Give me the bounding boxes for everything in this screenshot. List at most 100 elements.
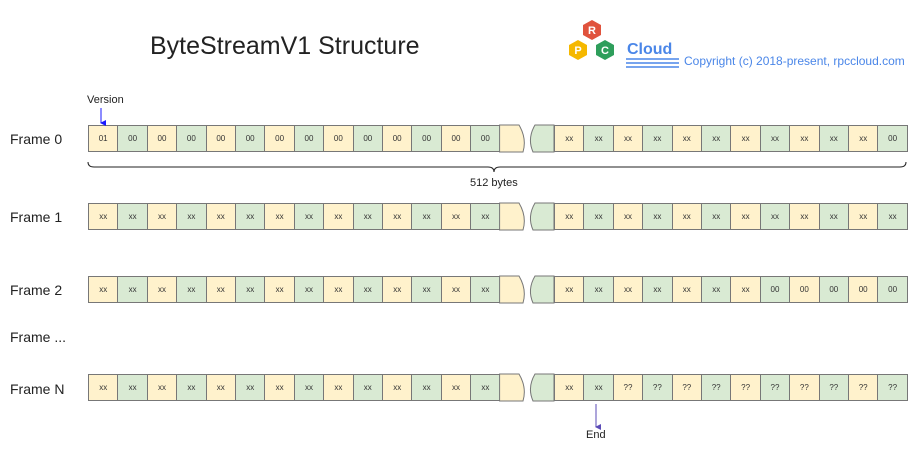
byte-cell: xx (382, 203, 413, 230)
byte-cell: xx (176, 276, 207, 303)
byte-cell: 01 (88, 125, 119, 152)
byte-cell: xx (554, 125, 585, 152)
byte-cell: xx (583, 374, 614, 401)
byte-cell: xx (176, 374, 207, 401)
copyright-text: Copyright (c) 2018-present, rpccloud.com (684, 54, 905, 68)
byte-cell: xx (440, 374, 472, 401)
frame-label-0: Frame 0 (10, 131, 63, 147)
byte-cell: xx (759, 203, 791, 230)
byte-cell: xx (789, 203, 820, 230)
torn-edge-right (529, 124, 555, 153)
byte-cell: xx (789, 125, 820, 152)
byte-cell: xx (117, 276, 148, 303)
byte-cell: ?? (759, 374, 791, 401)
byte-cell: ?? (848, 374, 879, 401)
byte-cell: ?? (612, 374, 644, 401)
end-label: End (586, 429, 606, 441)
byte-cell: xx (583, 276, 614, 303)
byte-cell: xx (382, 374, 413, 401)
byte-cell: ?? (818, 374, 849, 401)
byte-cell: xx (554, 203, 585, 230)
byte-cell: xx (583, 203, 614, 230)
rpccloud-logo: R P C Cloud (569, 20, 679, 68)
size-brace (87, 161, 907, 173)
byte-cell: xx (235, 276, 266, 303)
byte-cell: ?? (877, 374, 908, 401)
hexagon-c-icon: C (596, 40, 614, 60)
byte-cell: xx (642, 203, 673, 230)
byte-cell: ?? (642, 374, 673, 401)
page-title: ByteStreamV1 Structure (150, 32, 420, 60)
byte-cell: 00 (848, 276, 879, 303)
byte-cell: xx (440, 203, 472, 230)
byte-cell: xx (642, 125, 673, 152)
byte-cell: xx (323, 203, 354, 230)
byte-cell: xx (264, 276, 295, 303)
byte-cell: xx (730, 276, 761, 303)
frame-label-ellipsis: Frame ... (10, 329, 67, 345)
byte-cell: 00 (323, 125, 354, 152)
byte-cell: xx (205, 276, 236, 303)
byte-cell: xx (293, 374, 325, 401)
byte-cell: xx (352, 374, 383, 401)
byte-cell: 00 (411, 125, 442, 152)
byte-cell: xx (671, 125, 702, 152)
torn-edge-left (499, 275, 525, 304)
hexagon-r-icon: R (583, 20, 601, 40)
torn-edge-left (499, 373, 525, 402)
byte-cell: 00 (877, 125, 908, 152)
byte-cell: 00 (352, 125, 383, 152)
byte-cell: 00 (117, 125, 148, 152)
byte-cell: xx (877, 203, 908, 230)
torn-edge-right (529, 202, 555, 231)
byte-cell: xx (323, 276, 354, 303)
byte-cell: xx (440, 276, 472, 303)
byte-cell: xx (583, 125, 614, 152)
byte-cell: 00 (440, 125, 472, 152)
byte-cell: xx (205, 203, 236, 230)
byte-cell: xx (818, 203, 849, 230)
svg-text:C: C (601, 45, 609, 57)
byte-cell: 00 (382, 125, 413, 152)
byte-cell: xx (554, 374, 585, 401)
svg-text:R: R (588, 25, 596, 37)
byte-cell: xx (730, 203, 761, 230)
byte-cell: xx (88, 203, 119, 230)
byte-cell: xx (470, 374, 501, 401)
byte-cell: xx (759, 125, 791, 152)
torn-edge-right (529, 373, 555, 402)
byte-cell: xx (470, 276, 501, 303)
torn-edge-left (499, 202, 525, 231)
byte-cell: 00 (264, 125, 295, 152)
version-label: Version (87, 94, 124, 106)
byte-cell: ?? (671, 374, 702, 401)
byte-cell: xx (671, 203, 702, 230)
byte-cell: xx (612, 276, 644, 303)
byte-cell: xx (701, 203, 732, 230)
hexagon-p-icon: P (569, 40, 587, 60)
torn-edge-left (499, 124, 525, 153)
byte-cell: 00 (470, 125, 501, 152)
torn-edge-right (529, 275, 555, 304)
byte-cell: 00 (877, 276, 908, 303)
byte-cell: xx (146, 374, 178, 401)
byte-cell: xx (642, 276, 673, 303)
frame-label-2: Frame 2 (10, 282, 63, 298)
frame-label-1: Frame 1 (10, 209, 63, 225)
byte-cell: xx (730, 125, 761, 152)
size-label: 512 bytes (470, 177, 518, 189)
byte-cell: xx (671, 276, 702, 303)
byte-cell: xx (176, 203, 207, 230)
svg-text:P: P (574, 45, 581, 57)
byte-cell: ?? (789, 374, 820, 401)
byte-cell: xx (117, 374, 148, 401)
logo-text: Cloud (627, 41, 672, 58)
byte-cell: xx (235, 203, 266, 230)
byte-cell: xx (612, 125, 644, 152)
frame-label-n: Frame N (10, 381, 65, 397)
